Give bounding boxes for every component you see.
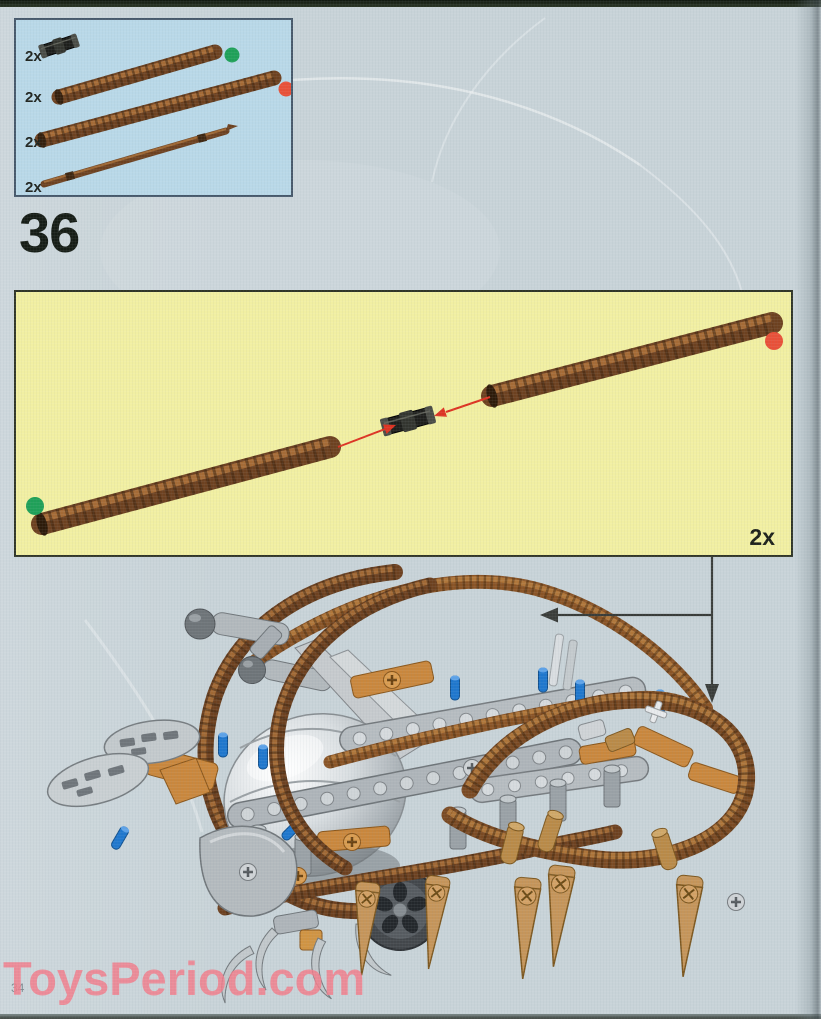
panel-left-hose — [34, 442, 330, 536]
model-illustration — [46, 557, 821, 1008]
silver-antenna — [548, 633, 668, 724]
parts-callout-box — [14, 18, 293, 197]
red-arrow-right — [434, 396, 491, 417]
lower-shield — [199, 825, 298, 917]
page-bottom-edge — [0, 1014, 821, 1019]
red-marker-dot — [278, 81, 291, 97]
ribbed-hose-green-part-icon — [53, 47, 240, 105]
red-arrow-left — [337, 424, 396, 448]
panel-qty-label: 2x — [749, 524, 775, 550]
part-qty-label: 2x — [25, 134, 42, 151]
part-qty-label: 2x — [25, 48, 42, 65]
watermark: ToysPeriod.com — [3, 952, 366, 1005]
ribbed-hose-red-part-icon — [36, 75, 291, 148]
left-shield-plates — [46, 719, 211, 808]
flexible-axle-part-icon — [44, 124, 238, 184]
hose-couplers — [577, 719, 636, 752]
hose-connector-piece — [380, 405, 436, 437]
leader-arrow — [540, 557, 719, 703]
step-number: 36 — [19, 201, 80, 264]
page-right-edge — [795, 0, 821, 1019]
page-top-edge — [0, 0, 821, 7]
part-qty-label: 2x — [25, 89, 42, 106]
panel-right-hose — [484, 318, 772, 408]
hose-connector-part-icon — [38, 33, 80, 59]
page-number: 34 — [11, 981, 25, 995]
parts-callout-graphics — [16, 33, 291, 195]
part-qty-label: 2x — [25, 179, 42, 196]
instruction-panel: 2x — [14, 290, 793, 557]
instruction-panel-graphics — [26, 292, 783, 536]
red-marker-dot — [765, 332, 783, 350]
green-marker-dot — [26, 497, 44, 515]
green-marker-dot — [224, 47, 240, 63]
bottom-claws — [215, 909, 401, 1008]
